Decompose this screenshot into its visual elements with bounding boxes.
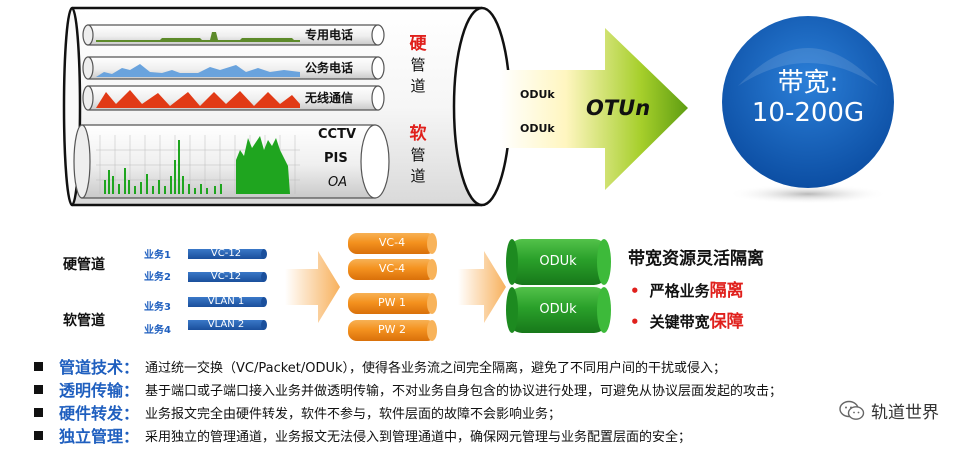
fade-arrow-1: [285, 251, 340, 323]
bullet-text: 采用独立的管理通道，业务报文无法侵入到管理通道中，确保网元管理与业务配置层面的安…: [145, 429, 692, 445]
bullet-text: 通过统一交换（VC/Packet/ODUk），使得各业务流之间完全隔离，避免了不…: [145, 360, 727, 376]
hard-pipe-label-char: 管: [410, 56, 426, 74]
bullet-title: 独立管理：: [59, 427, 140, 446]
bullet-text: 业务报文完全由硬件转发，软件不参与，软件层面的故障不会影响业务；: [145, 406, 562, 422]
orange-label: VC-4: [378, 262, 406, 275]
watermark-text: 轨道世界: [871, 403, 939, 423]
watermark: 轨道世界: [839, 398, 939, 423]
service-label: 业务3: [144, 302, 171, 313]
channel-label: VC-12: [210, 271, 242, 282]
green-label: ODUk: [539, 302, 577, 317]
green-label: ODUk: [539, 254, 577, 269]
point-dot: •: [630, 313, 640, 331]
orange-label: VC-4: [378, 236, 406, 249]
service-label: 业务4: [144, 325, 171, 336]
soft-pipe-title: 软管道: [63, 313, 105, 329]
orange-label: PW 1: [377, 296, 406, 309]
hard-pipe-2: [82, 56, 385, 80]
point-prefix: 严格业务: [649, 282, 710, 300]
circle-line-1: 带宽:: [777, 68, 839, 98]
green-cylinders: [506, 239, 611, 333]
service-label: 业务1: [144, 250, 171, 261]
bullet-text: 基于端口或子端口接入业务并做透明传输，不对业务自身包含的协议进行处理，可避免从协…: [145, 383, 783, 399]
arrow-oduk-1: ODUk: [520, 88, 555, 101]
bullet-title: 硬件转发：: [59, 404, 140, 423]
fade-arrow-2: [458, 251, 506, 323]
wechat-icon: [839, 400, 865, 420]
bullet-title: 透明传输：: [59, 381, 140, 400]
hard-pipe-1: [82, 24, 385, 46]
bullet-square-icon: [34, 384, 43, 394]
point-prefix: 关键带宽: [649, 313, 710, 331]
bullet-4: 独立管理： 采用独立的管理通道，业务报文无法侵入到管理通道中，确保网元管理与业务…: [34, 424, 691, 446]
soft-label-pis: PIS: [324, 151, 348, 166]
arrow-oduk-2: ODUk: [520, 122, 555, 135]
channel-label: VLAN 1: [207, 296, 245, 307]
bullet-2: 透明传输： 基于端口或子端口接入业务并做透明传输，不对业务自身包含的协议进行处理…: [34, 378, 782, 400]
orange-cylinders: [348, 233, 437, 341]
point-highlight: 隔离: [709, 281, 744, 301]
soft-pipe-label-char: 管: [410, 146, 426, 164]
soft-label-oa: OA: [328, 175, 348, 190]
bullet-square-icon: [34, 407, 43, 417]
hard-pipe-3: [82, 85, 385, 111]
soft-pipe-label-first: 软: [409, 124, 427, 144]
bullet-3: 硬件转发： 业务报文完全由硬件转发，软件不参与，软件层面的故障不会影响业务；: [34, 401, 561, 423]
circle-line-2: 10-200G: [751, 98, 865, 128]
bullet-square-icon: [34, 430, 43, 440]
soft-label-cctv: CCTV: [318, 127, 357, 142]
bullet-title: 管道技术：: [59, 358, 140, 377]
orange-label: PW 2: [377, 323, 406, 336]
bandwidth-circle: [722, 16, 894, 204]
hard-pipe-label: 硬 管 道: [408, 34, 428, 97]
right-title: 带宽资源灵活隔离: [628, 249, 764, 269]
hard-row-label-3: 无线通信: [305, 91, 354, 105]
point-2: • 关键带宽保障: [630, 307, 744, 332]
arrow-otun: OTUn: [586, 96, 651, 120]
otun-arrow: [500, 28, 688, 190]
channel-label: VLAN 2: [207, 319, 245, 330]
point-highlight: 保障: [709, 312, 744, 332]
soft-pipe-label-char: 道: [410, 167, 426, 185]
hard-row-label-1: 专用电话: [305, 28, 354, 42]
hard-pipe-label-first: 硬: [409, 34, 427, 54]
top-diagram: [62, 6, 894, 207]
middle-diagram: [188, 233, 611, 341]
point-dot: •: [630, 282, 640, 300]
hard-pipe-title: 硬管道: [63, 257, 105, 273]
point-1: • 严格业务隔离: [630, 276, 744, 301]
channel-pipe: [188, 249, 267, 330]
hard-row-label-2: 公务电话: [305, 61, 354, 75]
bullet-square-icon: [34, 361, 43, 371]
service-label: 业务2: [144, 272, 171, 283]
channel-label: VC-12: [210, 248, 242, 259]
hard-pipe-label-char: 道: [410, 77, 426, 95]
soft-pipe-label: 软 管 道: [408, 124, 428, 187]
bullet-1: 管道技术： 通过统一交换（VC/Packet/ODUk），使得各业务流之间完全隔…: [34, 355, 726, 377]
soft-pipe: [73, 124, 390, 199]
